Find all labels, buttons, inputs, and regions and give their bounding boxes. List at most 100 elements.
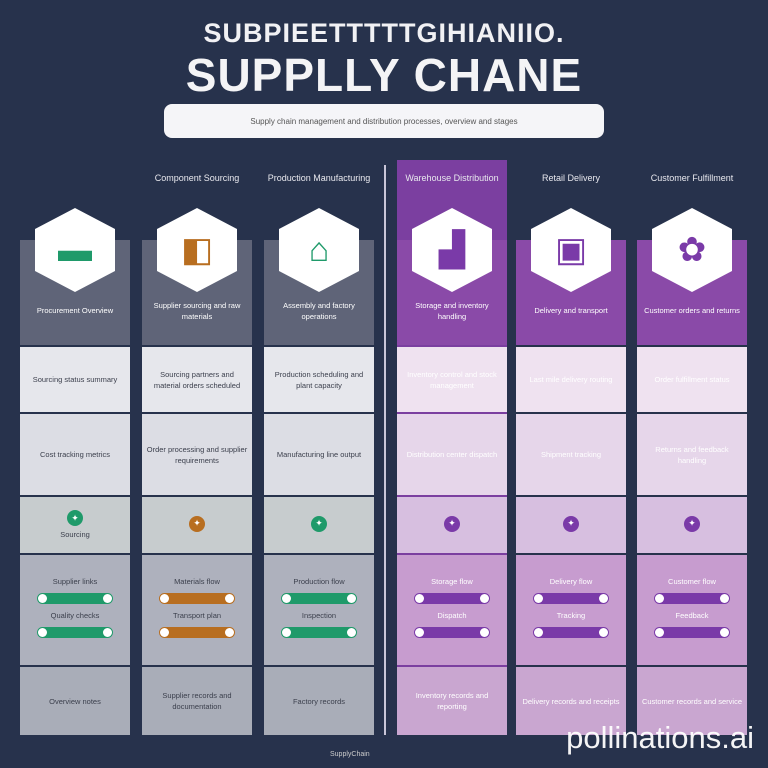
row-text: Inventory records and reporting — [415, 691, 489, 711]
row-text: Sourcing — [60, 530, 90, 539]
row-5: Factory records — [264, 667, 374, 735]
status-icon: ✦ — [67, 510, 83, 526]
subtitle: Supply chain management and distribution… — [250, 116, 518, 126]
row-3: ✦ Sourcing — [20, 497, 130, 553]
divider — [384, 165, 386, 735]
row-2: Manufacturing line output — [264, 414, 374, 495]
row-text: Factory records — [292, 696, 346, 706]
progress-bar — [414, 627, 490, 638]
supertitle: SUBPIEETTTTTGIHIANIIO. — [203, 18, 565, 48]
progress-bar — [654, 627, 730, 638]
progress-bar — [414, 593, 490, 604]
row-2: Returns and feedback handling — [637, 414, 747, 495]
footer-text: SupplyChain — [330, 751, 370, 758]
row-2: Distribution center dispatch — [397, 414, 507, 495]
row-5: Customer records and service — [637, 667, 747, 735]
status-icon: ✦ — [684, 515, 700, 532]
column-label: Procurement Overview — [36, 306, 114, 315]
column-label: Customer orders and returns — [644, 306, 740, 315]
row-5: Overview notes — [20, 667, 130, 735]
row-1: Inventory control and stock management — [397, 347, 507, 412]
row-3: ✦ — [264, 497, 374, 553]
row-text: Last mile delivery routing — [529, 375, 613, 384]
row-text: Shipment tracking — [540, 450, 602, 459]
row-text: Supplier records and documentation — [162, 691, 232, 711]
progress-bar — [654, 593, 730, 604]
progress-bar — [159, 627, 235, 638]
column-heading: Retail Delivery — [541, 173, 601, 183]
row-text: Delivery records and receipts — [522, 696, 620, 706]
status-icon: ✦ — [444, 515, 460, 532]
row-text: Quality checks — [50, 611, 100, 620]
row-text: Inspection — [301, 611, 337, 620]
row-2: Shipment tracking — [516, 414, 626, 495]
row-text: Returns and feedback handling — [655, 444, 729, 465]
row-text: Feedback — [675, 611, 709, 620]
row-text: Order processing and supplier requiremen… — [146, 444, 248, 465]
progress-bar — [281, 627, 357, 638]
row-1: Production scheduling and plant capacity — [264, 347, 374, 412]
row-3: ✦ — [142, 497, 252, 553]
row-5: Supplier records and documentation — [142, 667, 252, 735]
row-5: Inventory records and reporting — [397, 667, 507, 735]
row-text: Materials flow — [174, 577, 220, 586]
column-label: Assembly and factory operations — [283, 300, 355, 321]
row-text: Supplier links — [52, 577, 98, 586]
stage-icon: ▟ — [412, 208, 492, 292]
column-label: Delivery and transport — [534, 306, 608, 315]
progress-bar — [533, 593, 609, 604]
progress-bar — [533, 627, 609, 638]
row-text: Overview notes — [49, 696, 101, 706]
row-text: Sourcing status summary — [32, 375, 118, 384]
stage-icon: ⌂ — [279, 208, 359, 292]
row-text: Cost tracking metrics — [39, 450, 111, 459]
row-text: Storage flow — [431, 577, 473, 586]
row-text: Delivery flow — [549, 577, 593, 586]
row-text: Transport plan — [172, 611, 222, 620]
row-text: Order fulfillment status — [654, 375, 730, 384]
column-heading: Component Sourcing — [154, 173, 240, 183]
row-text: Production scheduling and plant capacity — [274, 369, 364, 390]
status-icon: ✦ — [563, 515, 579, 532]
progress-bar — [159, 593, 235, 604]
row-text: Tracking — [556, 611, 586, 620]
row-2: Order processing and supplier requiremen… — [142, 414, 252, 495]
row-text: Dispatch — [437, 611, 467, 620]
row-text: Distribution center dispatch — [406, 450, 498, 459]
row-1: Sourcing status summary — [20, 347, 130, 412]
row-text: Production flow — [293, 577, 345, 586]
row-3: ✦ — [637, 497, 747, 553]
progress-bar — [37, 627, 113, 638]
progress-bar — [37, 593, 113, 604]
row-text: Sourcing partners and material orders sc… — [153, 369, 241, 390]
subtitle-bar: Supply chain management and distribution… — [164, 104, 604, 138]
column-heading: Production Manufacturing — [267, 173, 371, 183]
row-2: Cost tracking metrics — [20, 414, 130, 495]
row-text: Manufacturing line output — [276, 450, 362, 459]
column-label: Storage and inventory handling — [415, 300, 489, 321]
watermark: pollinations.ai — [566, 720, 754, 755]
status-icon: ✦ — [189, 515, 205, 532]
column-label: Supplier sourcing and raw materials — [153, 300, 241, 321]
row-5: Delivery records and receipts — [516, 667, 626, 735]
page-title: SUPPLLY CHANE — [185, 49, 583, 101]
column-heading: Warehouse Distribution — [405, 173, 499, 183]
status-icon: ✦ — [311, 515, 327, 532]
row-3: ✦ — [397, 497, 507, 553]
row-1: Last mile delivery routing — [516, 347, 626, 412]
row-text: Customer flow — [668, 577, 716, 586]
column-heading: Customer Fulfillment — [650, 173, 734, 183]
progress-bar — [281, 593, 357, 604]
row-1: Sourcing partners and material orders sc… — [142, 347, 252, 412]
